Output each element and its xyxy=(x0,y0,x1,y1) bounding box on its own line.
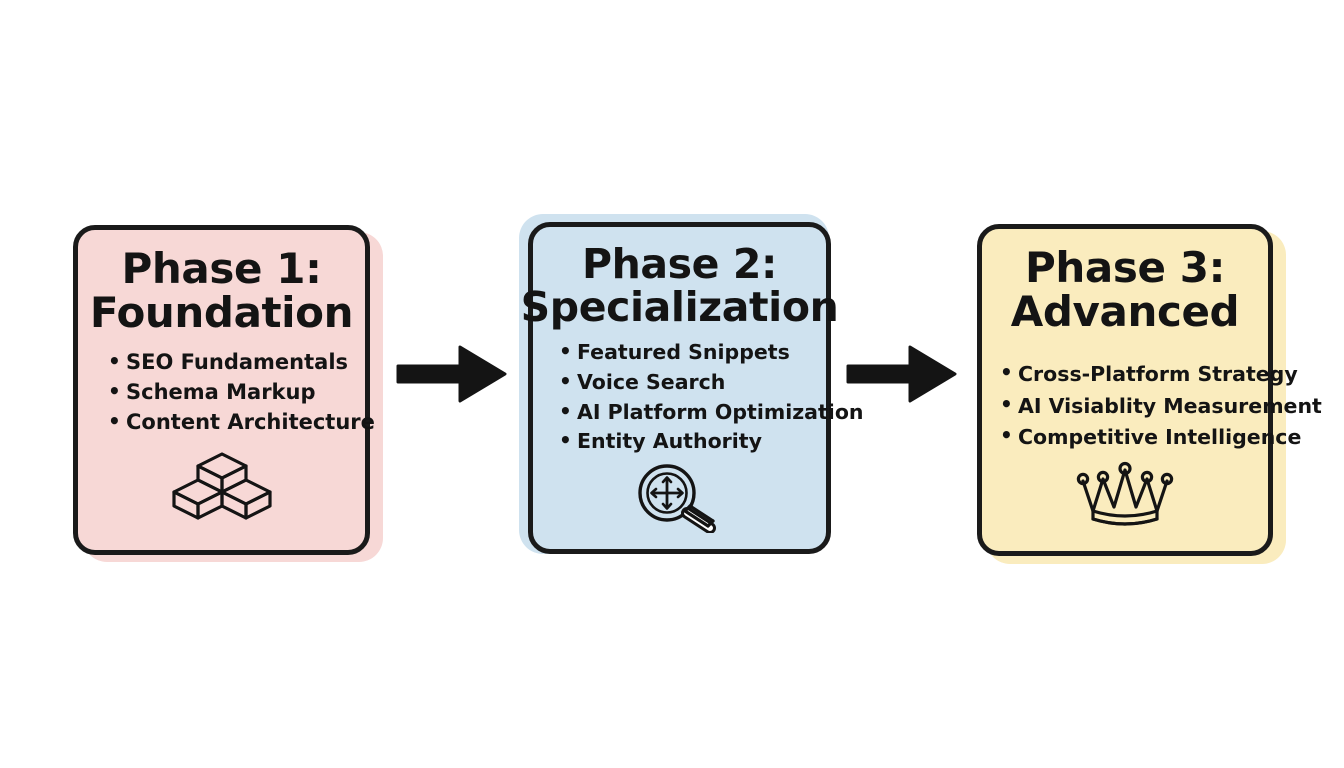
list-item: Voice Search xyxy=(559,367,816,398)
phase-2-icon-wrap xyxy=(543,461,816,533)
phase-1-title: Phase 1: Foundation xyxy=(89,244,354,337)
stacked-blocks-icon xyxy=(171,452,272,520)
list-item: Content Architecture xyxy=(108,407,375,438)
list-item: Featured Snippets xyxy=(559,337,816,368)
list-item: Cross-Platform Strategy xyxy=(1000,358,1298,390)
list-item: Competitive Intelligence xyxy=(1000,421,1301,453)
phase-3-bullet-list: Cross-Platform Strategy AI Visiablity Me… xyxy=(990,358,1322,453)
phase-3-icon-wrap xyxy=(990,461,1260,535)
right-arrow-icon xyxy=(846,345,957,403)
phase-2-bullet-list: Featured Snippets Voice Search AI Platfo… xyxy=(543,337,864,457)
magnifier-crosshair-icon xyxy=(637,464,716,533)
list-item: Entity Authority xyxy=(559,426,816,457)
phase-2-card[interactable]: Phase 2: Specialization Featured Snippet… xyxy=(521,222,864,554)
phase-2-title: Phase 2: Specialization xyxy=(520,240,839,331)
list-item: AI Platform Optimization xyxy=(559,397,864,428)
phase-1-icon-wrap xyxy=(92,448,351,528)
list-item: SEO Fundamentals xyxy=(108,347,351,378)
connector-arrow-phase2-to-phase3 xyxy=(846,343,958,409)
phase-3-card[interactable]: Phase 3: Advanced Cross-Platform Strateg… xyxy=(977,224,1322,556)
phase-1-bullet-list: SEO Fundamentals Schema Markup Content A… xyxy=(92,347,375,438)
list-item: Schema Markup xyxy=(108,377,351,408)
list-item: AI Visiablity Measurement xyxy=(1000,389,1322,422)
phase-3-title: Phase 3: Advanced xyxy=(1010,243,1240,336)
connector-arrow-phase1-to-phase2 xyxy=(396,343,508,409)
phase-1-card[interactable]: Phase 1: Foundation SEO Fundamentals Sch… xyxy=(73,225,375,555)
crown-icon xyxy=(1076,461,1174,526)
right-arrow-icon xyxy=(396,345,507,403)
